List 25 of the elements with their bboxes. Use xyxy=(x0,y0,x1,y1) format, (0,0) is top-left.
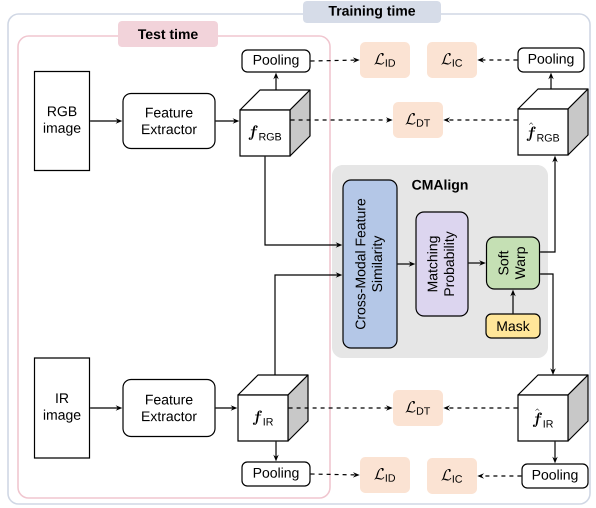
group-tab: Training time xyxy=(303,1,441,23)
group-title: CMAlign xyxy=(412,179,468,193)
feature-cube: $\boldsymbol{f}_{\mathrm{RGB}}$ xyxy=(239,89,311,157)
loss-box: $\mathcal{L}_{\mathrm{IC}}$ xyxy=(427,42,477,78)
process-box: Cross-Modal Feature Similarity xyxy=(342,179,398,349)
group-tab: Test time xyxy=(118,21,218,47)
process-box: Feature Extractor xyxy=(122,92,216,150)
loss-box: $\mathcal{L}_{\mathrm{IC}}$ xyxy=(427,458,477,494)
process-box: Soft Warp xyxy=(486,236,540,290)
process-box: Matching Probability xyxy=(415,211,469,317)
image-box: IR image xyxy=(34,357,90,459)
loss-box: $\mathcal{L}_{\mathrm{ID}}$ xyxy=(360,457,410,493)
feature-cube: $\hat{\boldsymbol{f}}_{\mathrm{IR}}$ xyxy=(517,374,589,442)
process-box: Pooling xyxy=(517,47,585,73)
process-box: Pooling xyxy=(241,49,311,73)
feature-cube: $\boldsymbol{f}_{\mathrm{IR}}$ xyxy=(237,374,309,442)
process-box: Feature Extractor xyxy=(122,378,216,438)
feature-cube: $\hat{\boldsymbol{f}}_{\mathrm{RGB}}$ xyxy=(517,88,589,156)
process-box: Mask xyxy=(485,313,541,339)
process-box: Pooling xyxy=(241,461,311,487)
image-box: RGB image xyxy=(34,70,90,172)
process-box: Pooling xyxy=(521,463,589,489)
loss-box: $\mathcal{L}_{\mathrm{DT}}$ xyxy=(393,102,443,138)
loss-box: $\mathcal{L}_{\mathrm{DT}}$ xyxy=(393,390,443,426)
loss-box: $\mathcal{L}_{\mathrm{ID}}$ xyxy=(360,42,410,78)
